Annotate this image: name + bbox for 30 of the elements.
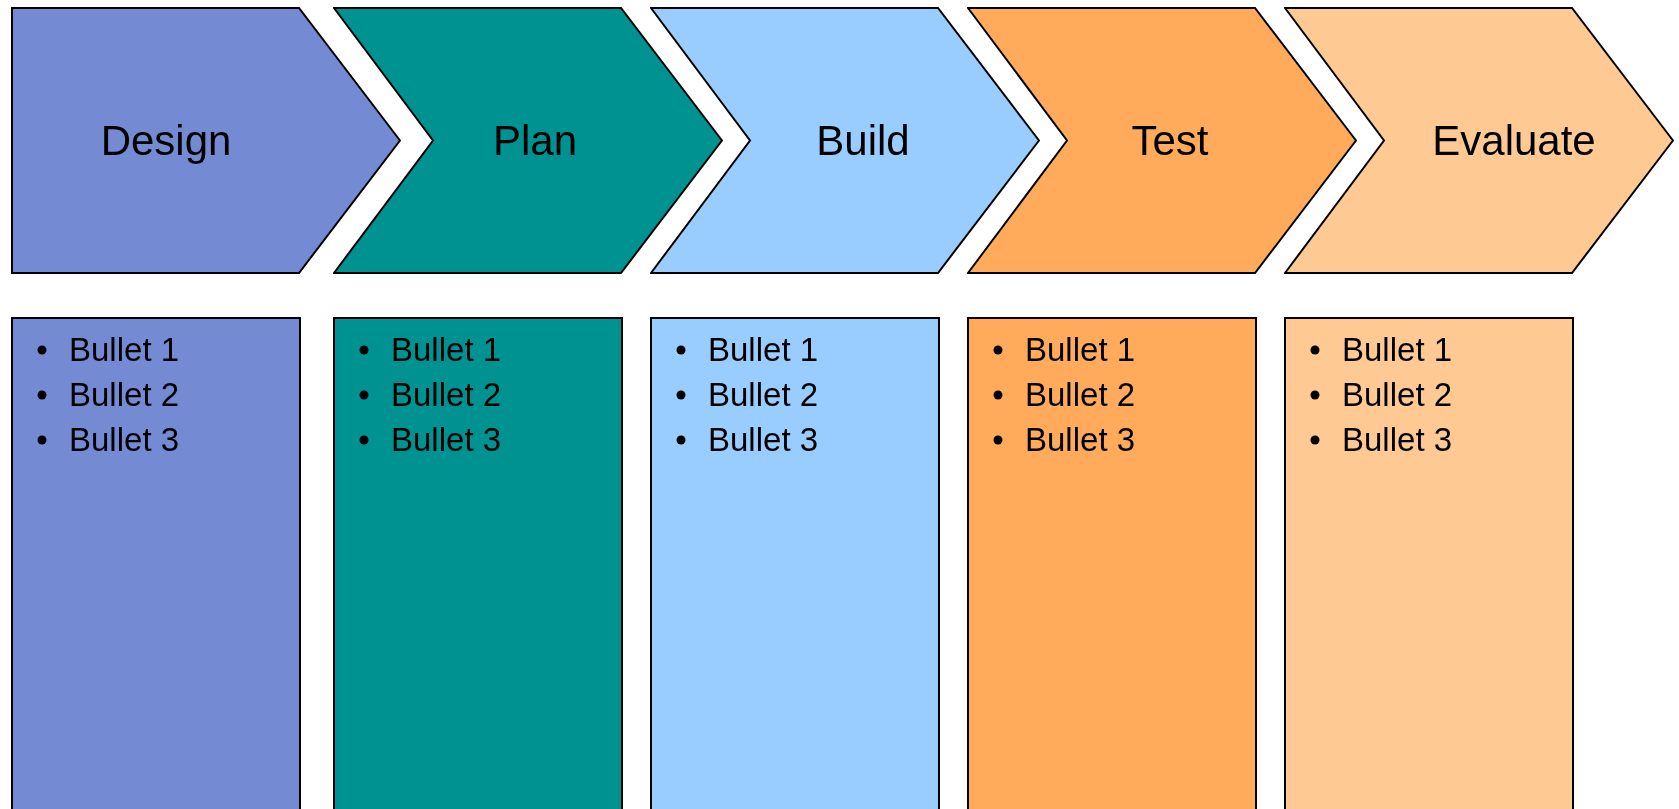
bullet-item: Bullet 1 (708, 330, 819, 370)
step-label: Evaluate (1432, 116, 1596, 166)
chevron-step (650, 7, 1040, 274)
bullet-item: Bullet 1 (1025, 330, 1136, 370)
chevron-step (11, 7, 401, 274)
bullet-item: Bullet 3 (1342, 420, 1453, 460)
bullet-panel (11, 317, 301, 809)
bullet-item: Bullet 3 (69, 420, 180, 460)
bullet-panel (650, 317, 940, 809)
chevron-step (1284, 7, 1674, 274)
bullet-item: Bullet 2 (1342, 375, 1453, 415)
step-label: Design (100, 116, 232, 166)
bullet-panel (967, 317, 1257, 809)
bullet-panel (333, 317, 623, 809)
bullet-item: Bullet 2 (1025, 375, 1136, 415)
bullet-item: Bullet 3 (1025, 420, 1136, 460)
bullet-item: Bullet 1 (1342, 330, 1453, 370)
step-label: Plan (492, 116, 578, 166)
step-label: Build (816, 116, 910, 166)
bullet-item: Bullet 2 (391, 375, 502, 415)
bullet-item: Bullet 1 (69, 330, 180, 370)
bullet-item: Bullet 2 (708, 375, 819, 415)
bullet-item: Bullet 2 (69, 375, 180, 415)
bullet-item: Bullet 3 (391, 420, 502, 460)
bullet-panel (1284, 317, 1574, 809)
chevron-step (333, 7, 723, 274)
bullet-item: Bullet 3 (708, 420, 819, 460)
chevron-step (967, 7, 1357, 274)
step-label: Test (1131, 116, 1209, 166)
bullet-item: Bullet 1 (391, 330, 502, 370)
